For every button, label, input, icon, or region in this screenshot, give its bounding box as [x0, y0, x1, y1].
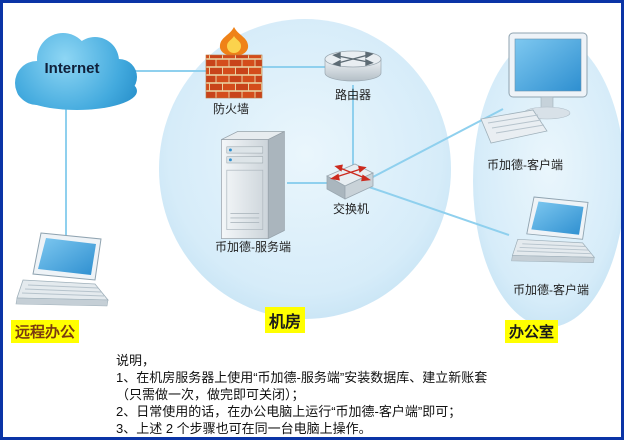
switch-icon [326, 163, 374, 200]
zone-office-label: 办公室 [505, 320, 559, 343]
client-desktop-label: 币加德-客户端 [487, 158, 563, 172]
zone-server-room-label: 机房 [265, 307, 306, 333]
switch-label: 交换机 [332, 202, 369, 216]
firewall-label: 防火墙 [212, 102, 249, 116]
client-laptop-label: 币加德-客户端 [513, 283, 589, 297]
notes-line-4: 3、上述 2 个步骤也可在同一台电脑上操作。 [116, 420, 372, 436]
network-diagram-canvas [15, 19, 621, 327]
notes-title: 说明， [116, 353, 156, 368]
notes-line-2: （只需做一次，做完即可关闭）； [116, 386, 305, 402]
notes-line-1: 1、在机房服务器上使用“币加德-服务端”安装数据库、建立新账套 [116, 369, 488, 385]
connection-lines [65, 66, 510, 245]
server-room-zone [159, 19, 451, 319]
notes-line-3: 2、日常使用的话，在办公电脑上运行“币加德-客户端”即可； [116, 403, 462, 419]
server-icon [221, 130, 285, 240]
line-switch-laptop [368, 186, 510, 236]
internet-cloud-icon [15, 33, 137, 110]
router-icon [324, 50, 382, 82]
remote-laptop-icon [15, 232, 109, 307]
router-label: 路由器 [334, 88, 371, 102]
server-label: 币加德-服务端 [215, 240, 291, 254]
notes-block: 说明， 1、在机房服务器上使用“币加德-服务端”安装数据库、建立新账套 （只需做… [116, 353, 487, 437]
zone-remote-label: 远程办公 [11, 320, 80, 343]
line-switch-desktop [368, 108, 504, 180]
firewall-icon [205, 27, 263, 99]
internet-label: Internet [44, 60, 100, 77]
